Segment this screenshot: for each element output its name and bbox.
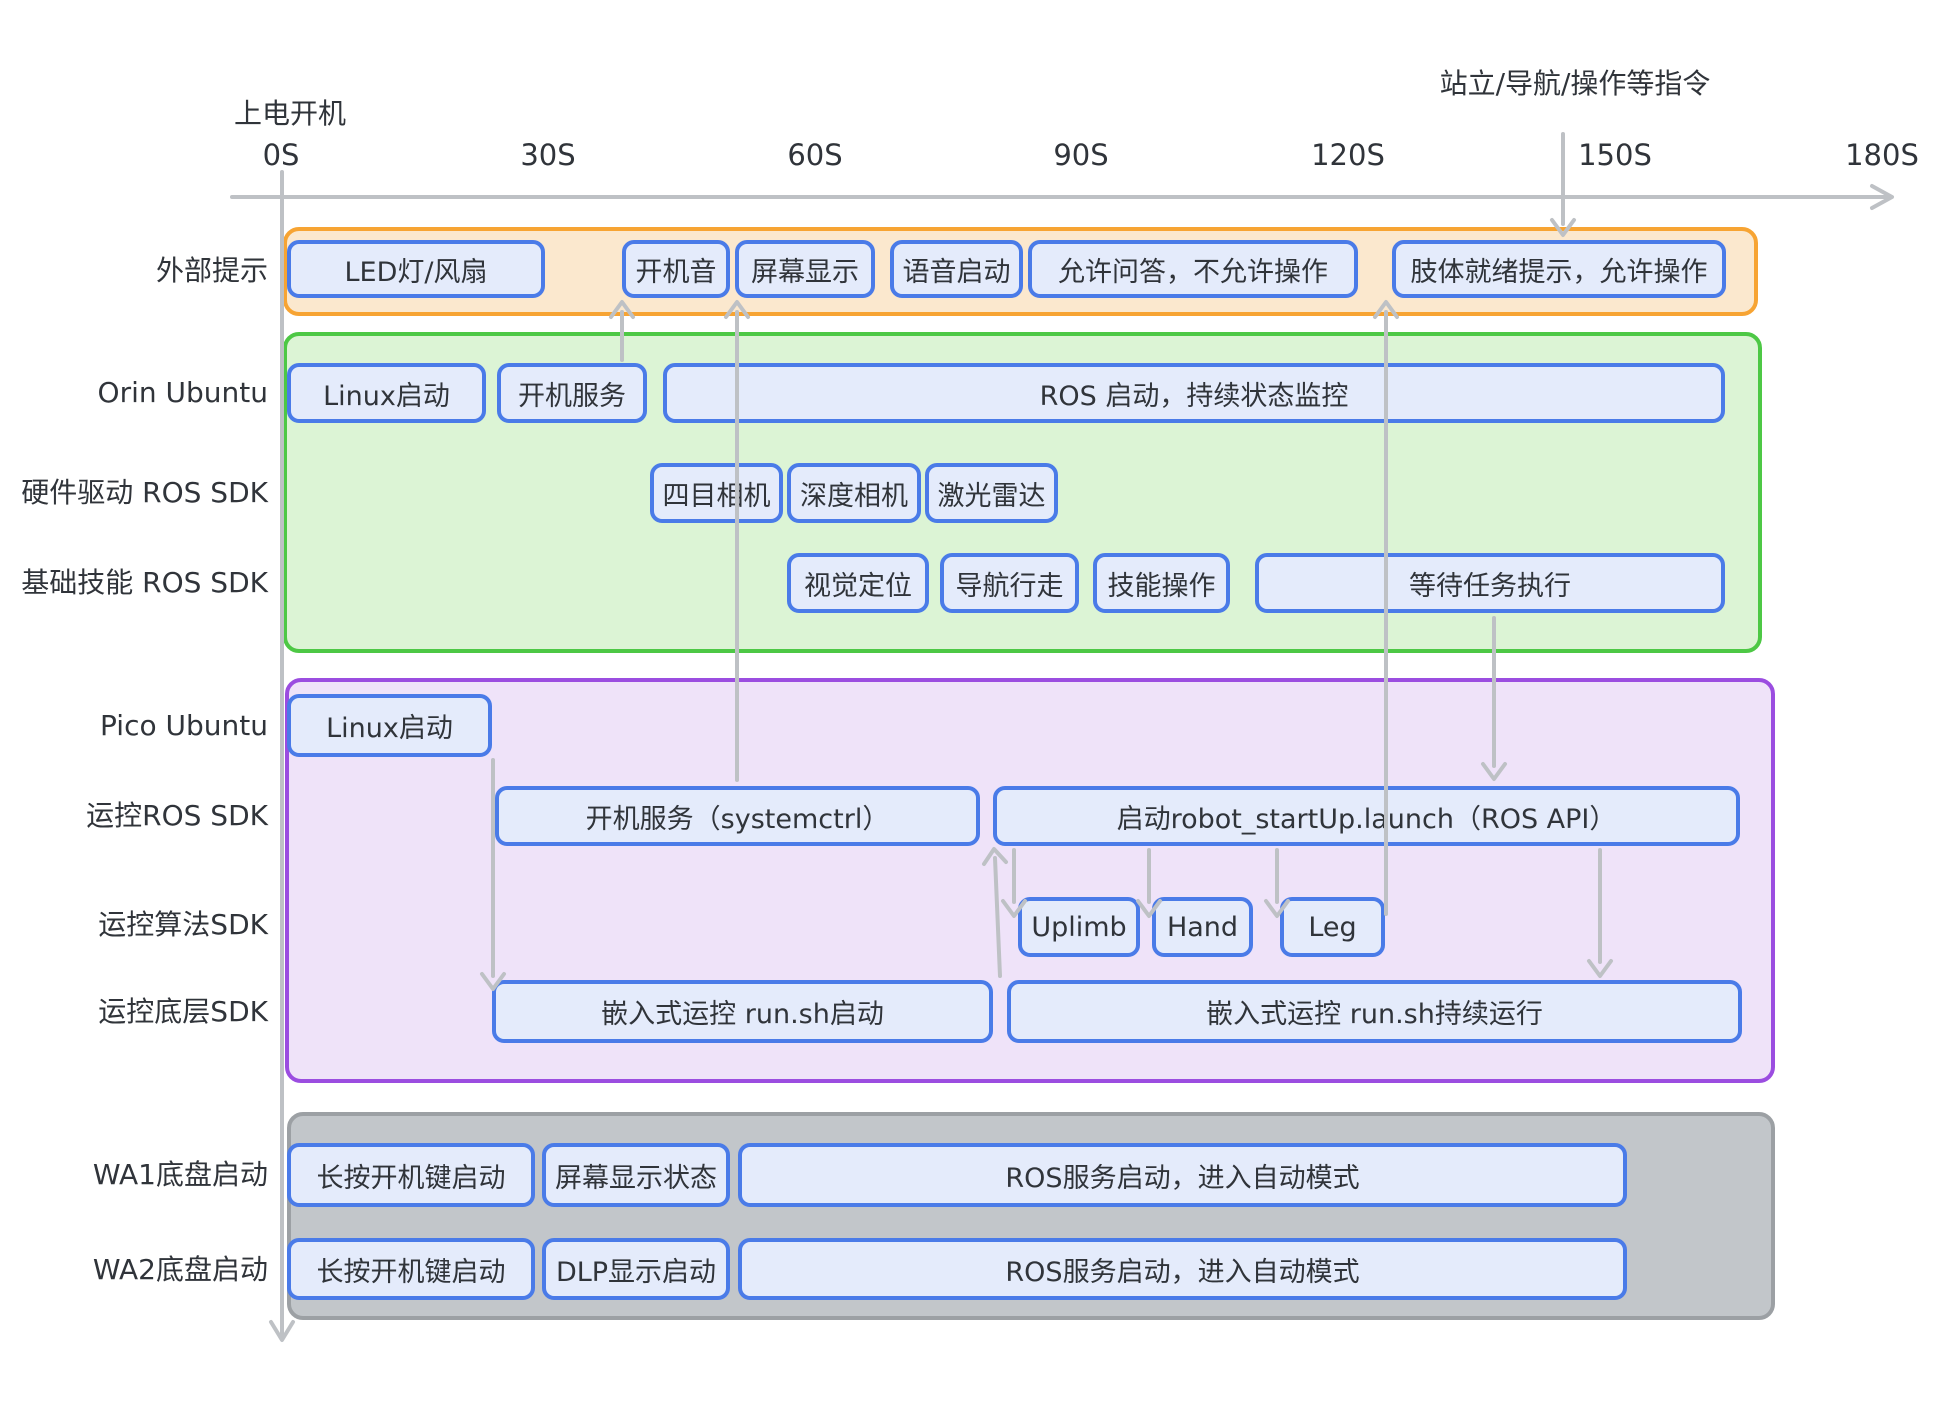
box-orin-linux-boot: Linux启动 xyxy=(287,363,486,423)
box-screen-display: 屏幕显示 xyxy=(735,240,875,298)
tick-30s: 30S xyxy=(520,138,576,172)
row-label-motion-low: 运控底层SDK xyxy=(98,995,268,1028)
box-limb-ready: 肢体就绪提示，允许操作 xyxy=(1392,240,1726,298)
box-wa1-ros-auto: ROS服务启动，进入自动模式 xyxy=(738,1143,1627,1207)
command-label: 站立/导航/操作等指令 xyxy=(1439,67,1711,100)
row-label-external: 外部提示 xyxy=(155,254,268,287)
box-run-keep: 嵌入式运控 run.sh持续运行 xyxy=(1007,980,1742,1043)
tick-90s: 90S xyxy=(1053,138,1109,172)
row-label-pico: Pico Ubuntu xyxy=(100,709,268,742)
box-wa2-ros-auto: ROS服务启动，进入自动模式 xyxy=(738,1238,1627,1300)
box-skill-op: 技能操作 xyxy=(1093,553,1230,613)
box-boot-sound: 开机音 xyxy=(622,240,730,298)
row-label-wa2: WA2底盘启动 xyxy=(92,1253,268,1286)
box-hand: Hand xyxy=(1152,897,1253,957)
box-wa2-long-press: 长按开机键启动 xyxy=(287,1238,535,1300)
tick-0s: 0S xyxy=(262,138,300,172)
box-voice-start: 语音启动 xyxy=(890,240,1023,298)
tick-60s: 60S xyxy=(787,138,843,172)
row-label-hw-driver: 硬件驱动 ROS SDK xyxy=(21,476,268,509)
tick-120s: 120S xyxy=(1311,138,1385,172)
box-wa1-screen-status: 屏幕显示状态 xyxy=(542,1143,730,1207)
box-lidar: 激光雷达 xyxy=(925,463,1058,523)
row-label-motion-ros: 运控ROS SDK xyxy=(86,799,268,832)
box-orin-boot-service: 开机服务 xyxy=(497,363,647,423)
row-label-basic-skill: 基础技能 ROS SDK xyxy=(21,566,268,599)
box-leg: Leg xyxy=(1280,897,1385,957)
box-nav-walk: 导航行走 xyxy=(940,553,1079,613)
box-wait-task: 等待任务执行 xyxy=(1255,553,1725,613)
box-quad-camera: 四目相机 xyxy=(650,463,783,523)
box-uplimb: Uplimb xyxy=(1018,897,1140,957)
power-on-label: 上电开机 xyxy=(233,97,346,130)
box-run-start: 嵌入式运控 run.sh启动 xyxy=(492,980,993,1043)
box-visual-loc: 视觉定位 xyxy=(787,553,929,613)
box-qa-only: 允许问答，不允许操作 xyxy=(1028,240,1358,298)
box-pico-linux-boot: Linux启动 xyxy=(287,694,492,757)
box-wa1-long-press: 长按开机键启动 xyxy=(287,1143,535,1207)
box-robot-startup: 启动robot_startUp.launch（ROS API） xyxy=(993,786,1740,846)
row-label-motion-algo: 运控算法SDK xyxy=(98,908,268,941)
box-systemctrl-service: 开机服务（systemctrl） xyxy=(495,786,980,846)
timeline-axis-arrow xyxy=(230,184,1894,210)
tick-180s: 180S xyxy=(1845,138,1919,172)
row-label-orin: Orin Ubuntu xyxy=(97,376,268,409)
box-led-fan: LED灯/风扇 xyxy=(287,240,545,298)
row-label-wa1: WA1底盘启动 xyxy=(92,1158,268,1191)
box-ros-monitor: ROS 启动，持续状态监控 xyxy=(663,363,1725,423)
tick-150s: 150S xyxy=(1578,138,1652,172)
box-wa2-dlp-start: DLP显示启动 xyxy=(542,1238,730,1300)
box-depth-camera: 深度相机 xyxy=(787,463,921,523)
